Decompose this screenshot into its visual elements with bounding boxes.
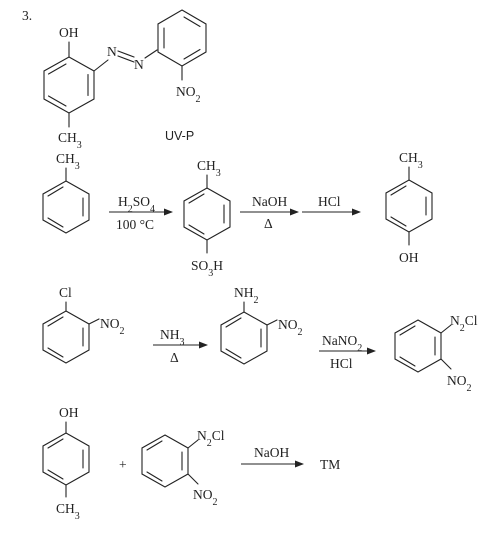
label-n2: N xyxy=(134,57,144,72)
step1-row: CH3 H2SO4 100 °C CH3 SO3H NaOH Δ HCl xyxy=(42,150,433,279)
diazonium-reactant-structure xyxy=(141,434,199,488)
p-cresol-structure xyxy=(385,166,433,246)
reagent-100c: 100 °C xyxy=(116,217,154,232)
diazonium-no2: NO2 xyxy=(447,373,472,394)
ring-phenol xyxy=(43,56,95,114)
uvp-structure: OH N N NO2 CH3 UV-P xyxy=(43,9,207,151)
cresol-reactant-structure xyxy=(42,421,90,498)
reagent-naoh: NaOH xyxy=(252,194,287,209)
label-oh: OH xyxy=(59,25,79,40)
aniline-nh2: NH2 xyxy=(234,285,259,306)
cresol-ch3: CH3 xyxy=(399,150,423,171)
reagent-delta: Δ xyxy=(264,216,273,231)
chloronitrobenzene-structure xyxy=(42,301,100,364)
cresol-oh: OH xyxy=(399,250,419,265)
diazonium-n2cl: N2Cl xyxy=(450,313,478,334)
diazonium-structure xyxy=(394,319,452,373)
reagent-nano2: NaNO2 xyxy=(322,333,362,354)
reagent-h2so4: H2SO4 xyxy=(118,194,155,215)
chloro-cl: Cl xyxy=(59,285,72,300)
label-ch3: CH3 xyxy=(58,130,82,151)
label-no2: NO2 xyxy=(176,84,201,105)
sulfonic-so3h: SO3H xyxy=(191,258,223,279)
product-tm: TM xyxy=(320,457,340,472)
toluene-structure xyxy=(42,167,90,234)
label-n1: N xyxy=(107,44,117,59)
reagent-naoh-coupling: NaOH xyxy=(254,445,289,460)
reagent-delta-2: Δ xyxy=(170,350,179,365)
step3-row: OH CH3 + N2Cl NO2 NaOH TM xyxy=(42,405,340,522)
ring-nitrophenyl xyxy=(157,9,207,67)
toluene-ch3: CH3 xyxy=(56,151,80,172)
problem-number: 3. xyxy=(22,8,32,23)
sulfonic-ch3: CH3 xyxy=(197,158,221,179)
sulfonic-acid-structure xyxy=(183,174,231,254)
reagent-hcl: HCl xyxy=(318,194,341,209)
reactant-ch3: CH3 xyxy=(56,501,80,522)
aniline-no2: NO2 xyxy=(278,317,303,338)
reactant-oh: OH xyxy=(59,405,79,420)
reagent-nh3: NH3 xyxy=(160,327,185,348)
plus-sign: + xyxy=(119,457,127,472)
chloro-no2: NO2 xyxy=(100,316,125,337)
reactant-no2: NO2 xyxy=(193,487,218,508)
nitroaniline-structure xyxy=(220,301,278,365)
step2-row: Cl NO2 NH3 Δ NH2 NO2 NaNO2 HCl xyxy=(42,285,478,394)
reagent-hcl-2: HCl xyxy=(330,356,353,371)
reactant-n2cl: N2Cl xyxy=(197,428,225,449)
target-name: UV-P xyxy=(165,129,194,143)
